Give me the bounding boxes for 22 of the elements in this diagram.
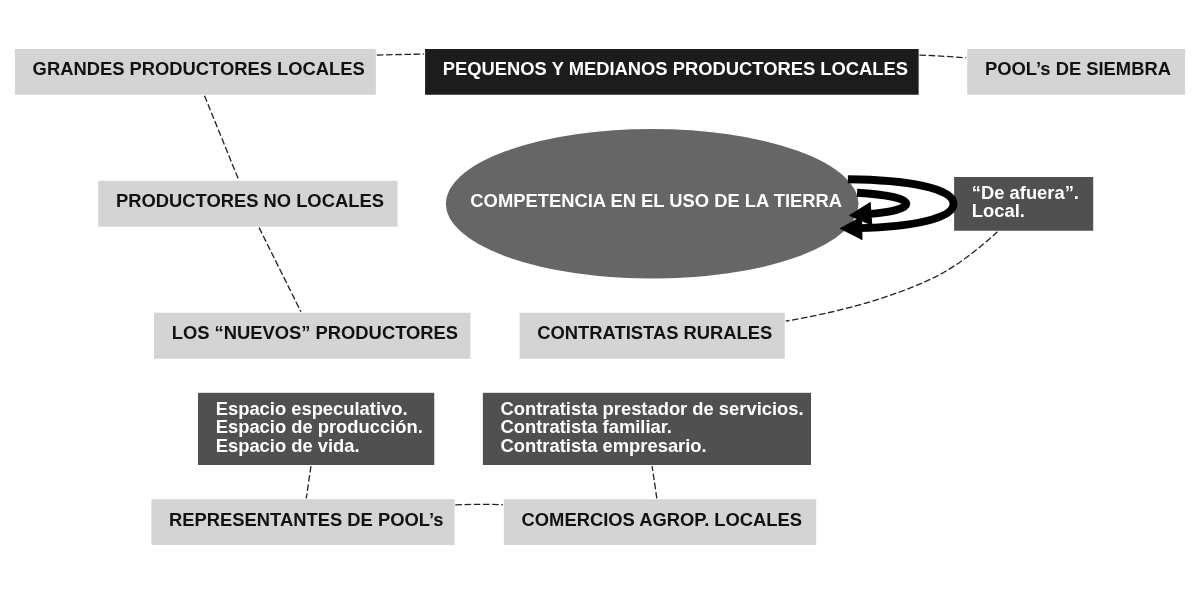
connector xyxy=(258,227,302,313)
node-box: PEQUENOS Y MEDIANOS PRODUCTORES LOCALES xyxy=(423,47,920,97)
node-box: POOL’s DE SIEMBRA xyxy=(965,47,1187,97)
connector xyxy=(785,231,999,322)
node-box: LOS “NUEVOS” PRODUCTORES xyxy=(152,311,472,360)
arrow xyxy=(848,188,911,226)
node-ellipse: COMPETENCIA EN EL USO DE LA TIERRA xyxy=(444,127,860,280)
connector xyxy=(651,465,658,499)
arrow xyxy=(839,175,958,241)
connector xyxy=(305,465,312,499)
node-box: Contratista prestador de servicios. Contratista familiar. Contratista empresario. xyxy=(481,391,813,467)
node-box: “De afuera”. Local. xyxy=(952,175,1095,233)
connector xyxy=(918,54,967,59)
node-box: REPRESENTANTES DE POOL’s xyxy=(150,497,456,547)
node-box: PRODUCTORES NO LOCALES xyxy=(96,179,399,229)
connector xyxy=(203,95,240,181)
node-box: COMERCIOS AGROP. LOCALES xyxy=(502,497,818,547)
connector xyxy=(454,503,504,506)
connector xyxy=(376,53,425,56)
node-box: CONTRATISTAS RURALES xyxy=(518,311,787,360)
node-box: Espacio especulativo. Espacio de producción. Espacio de vida. xyxy=(196,391,436,467)
node-box: GRANDES PRODUCTORES LOCALES xyxy=(13,47,378,97)
